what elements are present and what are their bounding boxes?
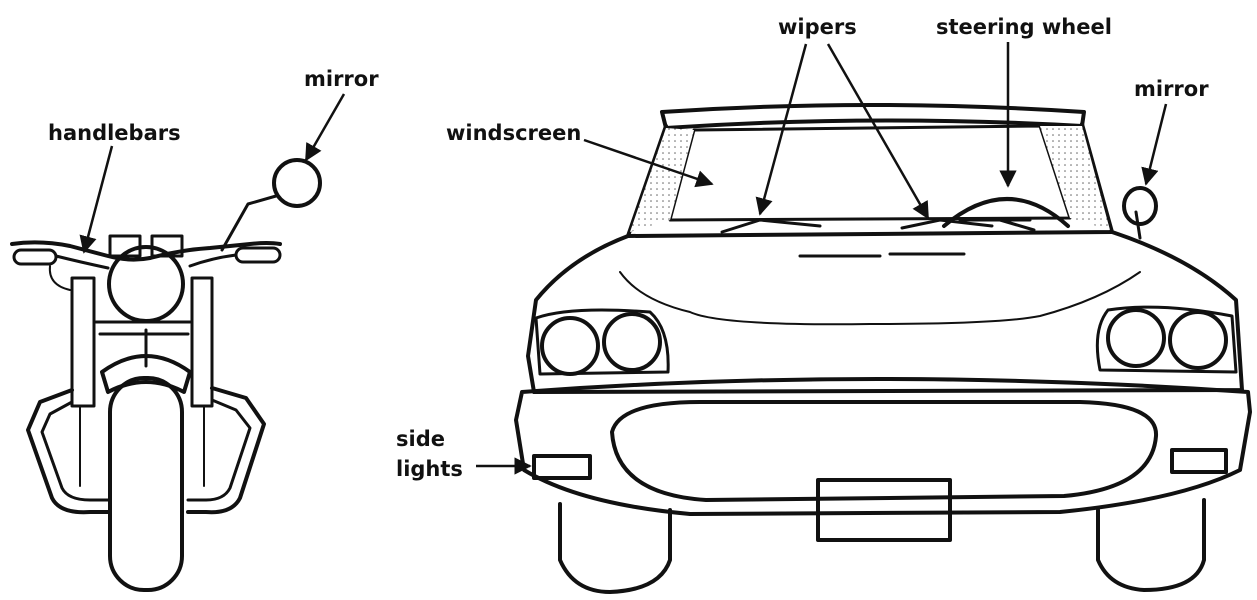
car-grille	[610, 400, 1159, 502]
leader-lines	[79, 42, 1168, 475]
label-steering-wheel: steering wheel	[936, 15, 1112, 39]
label-handlebars: handlebars	[48, 121, 181, 145]
motorbike-front-wheel	[108, 376, 184, 592]
car-wiper-left	[720, 218, 822, 234]
mirror-motorbike-leader	[304, 93, 346, 162]
car-windscreen	[668, 124, 1072, 222]
car-steering-wheel	[942, 197, 1070, 228]
labels: handlebars mirror windscreen wipers stee…	[48, 15, 1209, 481]
car-side-light-left	[532, 454, 592, 480]
motorbike	[10, 158, 322, 592]
windscreen-leader	[583, 138, 714, 188]
label-mirror-car: mirror	[1134, 77, 1209, 101]
car-tyre-right	[1096, 498, 1206, 592]
car	[514, 103, 1252, 594]
motorbike-mirror	[272, 158, 322, 208]
car-tyre-left	[558, 502, 672, 594]
handlebars-leader	[79, 145, 114, 254]
car-wiper-right	[900, 218, 994, 230]
motorbike-crash-bar-left	[26, 388, 110, 515]
motorbike-forks	[70, 276, 214, 487]
car-bumper	[514, 377, 1252, 516]
car-headlamp-left-outer	[540, 316, 600, 376]
car-number-plate	[816, 478, 952, 542]
motorbike-crash-bar-right	[186, 386, 266, 515]
label-wipers: wipers	[778, 15, 857, 39]
car-headlamp-right-outer	[1168, 310, 1228, 370]
wipers-leader-right	[826, 43, 930, 220]
car-mirror	[1122, 186, 1158, 226]
motorbike-mirror-stem	[220, 194, 278, 252]
motorbike-handlebars	[10, 240, 282, 291]
car-side-light-right	[1170, 448, 1228, 474]
mirror-car-leader	[1141, 103, 1168, 186]
label-side-lights-line2: lights	[396, 457, 463, 481]
car-body	[526, 230, 1244, 394]
label-mirror-motorbike: mirror	[304, 67, 379, 91]
label-windscreen: windscreen	[446, 121, 581, 145]
label-side-lights-line1: side	[396, 427, 445, 451]
wipers-leader-left	[755, 43, 808, 216]
car-headlamp-right-inner	[1106, 308, 1166, 368]
car-headlamp-left-inner	[602, 312, 662, 372]
